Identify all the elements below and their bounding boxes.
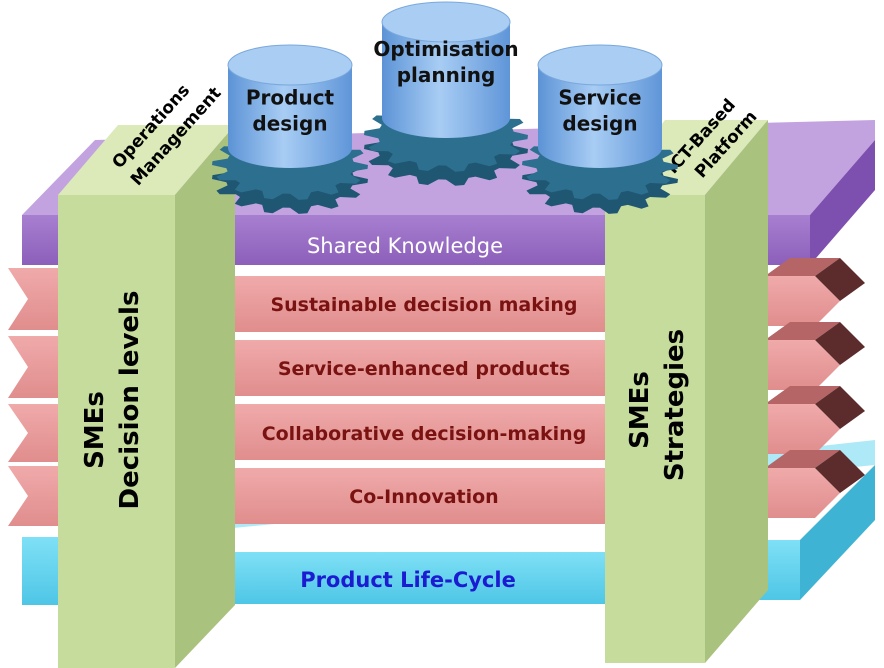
cylinder-3-body xyxy=(538,65,662,168)
right-arrow-2-side xyxy=(815,322,865,365)
left-chevron-3 xyxy=(8,404,65,462)
gear-1-label-line2: design xyxy=(252,112,327,136)
right-pillar: ICT-Based Platform SMEs Strategies xyxy=(605,95,768,663)
cylinder-2-top xyxy=(381,1,511,43)
lifecycle-platform-side xyxy=(800,465,875,600)
cylinder-2-body xyxy=(382,22,510,138)
left-pillar-front-line2: Decision levels xyxy=(115,291,145,510)
gear-2-label-line2: planning xyxy=(397,63,496,87)
right-arrow-4-side xyxy=(815,450,865,493)
cylinder-1-top xyxy=(227,44,353,86)
gear-2-label-line1: Optimisation xyxy=(373,37,518,61)
gear-3-label-line2: design xyxy=(562,112,637,136)
shared-knowledge-label: Shared Knowledge xyxy=(307,234,503,258)
gear-3-label-line1: Service xyxy=(558,86,641,110)
layer-band-3 xyxy=(210,404,606,460)
left-chevron-4 xyxy=(8,466,65,526)
left-pillar-front xyxy=(58,195,175,668)
right-pillar-front-line1: SMEs xyxy=(625,371,655,449)
left-pillar-side xyxy=(175,125,235,668)
left-pillar-top xyxy=(58,125,235,195)
left-chevron-1 xyxy=(8,268,65,330)
right-arrow-1 xyxy=(765,276,840,326)
right-pillar-front-line2: Strategies xyxy=(660,329,690,481)
cylinder-3-top xyxy=(537,44,663,86)
gear-modules: ProductdesignOptimisationplanningService… xyxy=(212,1,678,214)
shared-knowledge-side xyxy=(810,140,875,265)
right-arrow-3-side xyxy=(815,386,865,429)
layer-band-4 xyxy=(210,468,606,524)
layer-label-3: Collaborative decision-making xyxy=(262,423,587,445)
layer-band-2 xyxy=(210,340,606,396)
layer-band-1 xyxy=(210,276,606,332)
cylinder-1-body xyxy=(228,65,352,168)
left-pillar: Operations Management SMEs Decision leve… xyxy=(58,81,235,668)
right-arrow-1-side xyxy=(815,258,865,301)
right-pillar-front xyxy=(605,195,705,663)
layer-label-2: Service-enhanced products xyxy=(278,358,570,380)
right-arrow-2 xyxy=(765,340,840,390)
right-arrow-3 xyxy=(765,404,840,454)
left-pillar-front-line1: SMEs xyxy=(80,391,110,469)
right-arrow-4 xyxy=(765,468,840,518)
product-lifecycle-label: Product Life-Cycle xyxy=(300,568,516,592)
shared-knowledge-front xyxy=(175,215,607,265)
layer-label-1: Sustainable decision making xyxy=(270,294,577,316)
left-chevron-2 xyxy=(8,336,65,398)
arrow-layers: Sustainable decision making Service-enha… xyxy=(8,258,865,526)
lifecycle-platform-front xyxy=(178,552,618,604)
gear-1-label-line1: Product xyxy=(246,86,335,110)
right-pillar-side xyxy=(705,120,768,663)
layer-label-4: Co-Innovation xyxy=(349,486,498,508)
